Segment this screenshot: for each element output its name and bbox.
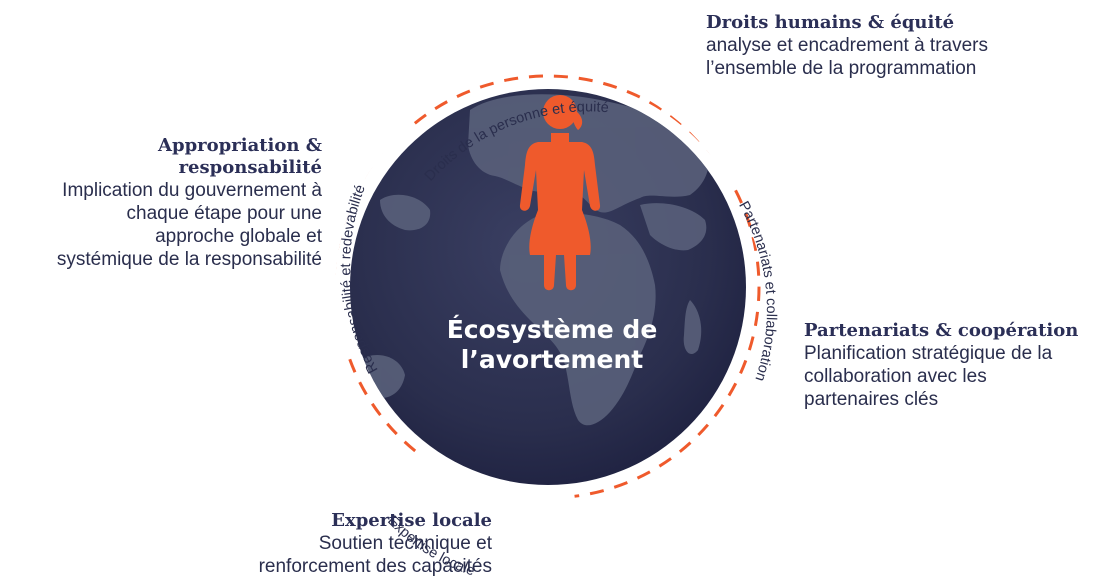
callout-ownership: Appropriation & responsabilité Implicati… <box>0 135 322 271</box>
center-title-line2: l’avortement <box>461 345 643 374</box>
callout-partnerships-line-2: collaboration avec les <box>804 366 987 387</box>
callout-human-rights-line-2: l’ensemble de la programmation <box>706 58 977 79</box>
callout-ownership-line-2: chaque étape pour une <box>126 203 322 224</box>
callout-human-rights-title: Droits humains & équité <box>706 12 955 33</box>
callout-ownership-line-3: approche globale et <box>155 226 322 247</box>
callout-local-expertise-line-1: Soutien technique et <box>318 533 492 554</box>
callout-ownership-line-4: systémique de la responsabilité <box>56 249 322 270</box>
callout-ownership-title-2: responsabilité <box>178 157 322 178</box>
callout-human-rights: Droits humains & équité analyse et encad… <box>706 12 1086 80</box>
callout-ownership-line-1: Implication du gouvernement à <box>62 180 322 201</box>
callout-partnerships-line-1: Planification stratégique de la <box>804 343 1053 364</box>
callout-ownership-title-1: Appropriation & <box>158 135 322 156</box>
callout-partnerships-title: Partenariats & coopération <box>804 320 1079 341</box>
center-title-line1: Écosystème de <box>447 315 658 344</box>
callout-partnerships-line-3: partenaires clés <box>804 389 939 410</box>
callout-local-expertise: Expertise locale Soutien technique et re… <box>200 510 492 578</box>
callout-local-expertise-title: Expertise locale <box>331 510 492 531</box>
callout-human-rights-line-1: analyse et encadrement à travers <box>706 35 988 56</box>
person-icon <box>519 95 601 291</box>
callout-partnerships: Partenariats & coopération Planification… <box>804 320 1104 411</box>
callout-local-expertise-line-2: renforcement des capacités <box>258 556 492 577</box>
